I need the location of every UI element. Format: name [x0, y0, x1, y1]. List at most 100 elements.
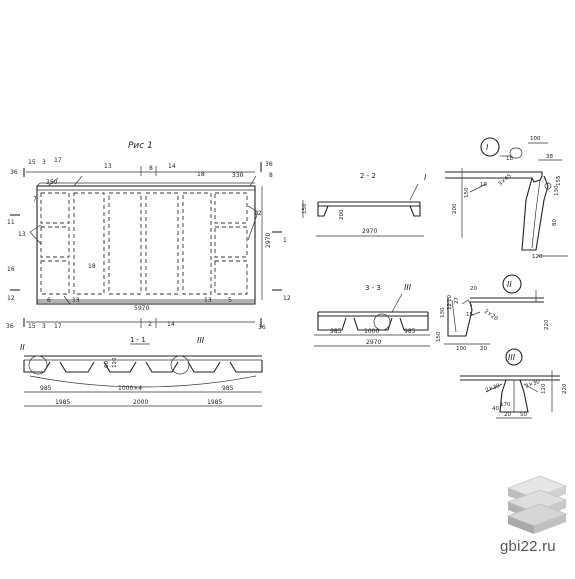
- plan-dim: 36: [258, 324, 266, 331]
- nodeI-dim: 38: [546, 154, 553, 160]
- plan-panel: [182, 192, 212, 295]
- nodeIII-dim: 2×30: [485, 383, 502, 394]
- plan-dim: 15: [28, 323, 36, 330]
- nodeIII-dim: 170: [500, 402, 511, 408]
- nodeIII-dim: 20: [504, 412, 511, 418]
- plan-dim: 12: [7, 295, 15, 302]
- plan-dim: 15: [28, 159, 36, 166]
- plan-dim: 8: [269, 172, 273, 179]
- nodeI-dim: 120: [532, 254, 543, 260]
- nodeIII-dim: 40: [492, 406, 499, 412]
- node-detail-III: III 40 170 2×30 2×30 20 50 120 220: [460, 348, 568, 419]
- plan-dim: 8: [149, 165, 153, 172]
- section-label: 1 - 1: [130, 336, 146, 344]
- node-label: I: [424, 173, 427, 182]
- plan-dim: 16: [7, 266, 15, 273]
- plan-dim: 3: [42, 159, 46, 166]
- plan-dim: 36: [265, 161, 273, 168]
- node-marker-III: [170, 355, 190, 375]
- plan-panel: [108, 192, 142, 295]
- nodeII-dim: 220: [544, 319, 550, 330]
- section-1-1: 1 - 1 II III 60 120 985 1000×4 985 1985 …: [20, 336, 263, 407]
- plan-dim: 18: [88, 263, 96, 270]
- section-2-2: 2 - 2 I 150 200 2970: [302, 172, 427, 237]
- node-label: I: [486, 143, 489, 152]
- plan-dim: 2970: [265, 233, 272, 248]
- nodeI-dim: 3×45: [497, 173, 513, 188]
- node-circle-II: [502, 274, 522, 294]
- nodeI-dim: 130: [554, 185, 560, 196]
- section-label: 3 - 3: [365, 284, 381, 292]
- node-label: II: [507, 280, 512, 289]
- plan-dim: 12: [283, 295, 291, 302]
- node-detail-II: II 20 130 10 12 27 15 150 100 20 220 2×2…: [436, 274, 550, 352]
- s11-dim: 60: [104, 361, 110, 368]
- plan-dim: 2: [148, 321, 152, 328]
- s11-dim: 985: [222, 385, 234, 392]
- nodeI-dim: 100: [530, 136, 541, 142]
- nodeII-dim: 130: [440, 307, 446, 318]
- site-logo: [506, 475, 568, 534]
- node-marker-III: [373, 313, 391, 331]
- nodeII-dim: 12: [447, 303, 453, 310]
- plan-cell: [40, 260, 70, 295]
- s11-dim: 1985: [55, 399, 70, 406]
- nodeII-dim: 100: [456, 346, 467, 352]
- plan-cell: [214, 226, 248, 258]
- node-label: III: [508, 353, 516, 362]
- node-label: III: [404, 283, 412, 292]
- plan-dim: 11: [7, 219, 15, 226]
- plan-dim: 13: [204, 297, 212, 304]
- plan-cell: [40, 226, 70, 258]
- site-watermark: gbi22.ru: [500, 538, 556, 555]
- nodeII-dim: 15: [466, 312, 473, 318]
- s11-dim: 120: [112, 357, 118, 368]
- nodeI-dim: 10: [480, 182, 487, 188]
- nodeII-dim: 10: [447, 295, 453, 302]
- node-label: III: [197, 336, 205, 345]
- node-detail-I: I 100 18 38 150 200 130 80 120 155 10 3×…: [445, 136, 568, 260]
- plan-panel: [73, 192, 105, 295]
- nodeI-dim: 80: [552, 219, 558, 226]
- plan-dim: 1: [283, 237, 287, 244]
- plan-dim: 7: [33, 196, 37, 203]
- s22-dim: 200: [339, 209, 345, 220]
- s22-dim: 150: [302, 203, 308, 214]
- plan-outline: [36, 185, 256, 305]
- nodeII-dim: 20: [470, 286, 477, 292]
- nodeIII-dim: 2×30: [525, 379, 542, 390]
- plan-panel: [145, 192, 179, 295]
- nodeIII-dim: 220: [562, 383, 568, 394]
- nodeI-dim: 18: [506, 156, 513, 162]
- figure-title: Рис 1: [128, 141, 153, 151]
- plan-dim: 330: [232, 172, 244, 179]
- s11-dim: 1000×4: [118, 385, 142, 392]
- s11-dim: 985: [40, 385, 52, 392]
- plan-dim: 14: [168, 163, 176, 170]
- node-circle-I: [480, 137, 500, 157]
- plan-view: 15 3 17 13 8 14 18 36 330 8 350 36 7 11 …: [6, 157, 291, 331]
- nodeII-dim: 20: [480, 346, 487, 352]
- plan-cell: [40, 192, 70, 224]
- nodeI-dim: 155: [556, 175, 562, 186]
- plan-dim: 5970: [134, 305, 149, 312]
- section-label: 2 - 2: [360, 172, 376, 180]
- section-3-3: 3 - 3 III 985 1000 985 2970: [314, 283, 430, 347]
- plan-dim: 12: [254, 210, 262, 217]
- s33-dim: 985: [404, 328, 416, 335]
- plan-dim: 17: [54, 323, 62, 330]
- plan-dim: 36: [6, 323, 14, 330]
- s33-dim: 2970: [366, 339, 381, 346]
- plan-dim: 13: [72, 297, 80, 304]
- plan-cell: [214, 192, 248, 224]
- s11-dim: 2000: [133, 399, 148, 406]
- s11-dim: 1985: [207, 399, 222, 406]
- node-marker-II: [28, 355, 48, 375]
- s22-dim: 2970: [362, 228, 377, 235]
- nodeI-dim: 200: [452, 203, 458, 214]
- plan-dim: 36: [10, 169, 18, 176]
- node-circle-III: [505, 348, 523, 366]
- nodeI-dim: 150: [464, 187, 470, 198]
- plan-dim: 6: [47, 297, 51, 304]
